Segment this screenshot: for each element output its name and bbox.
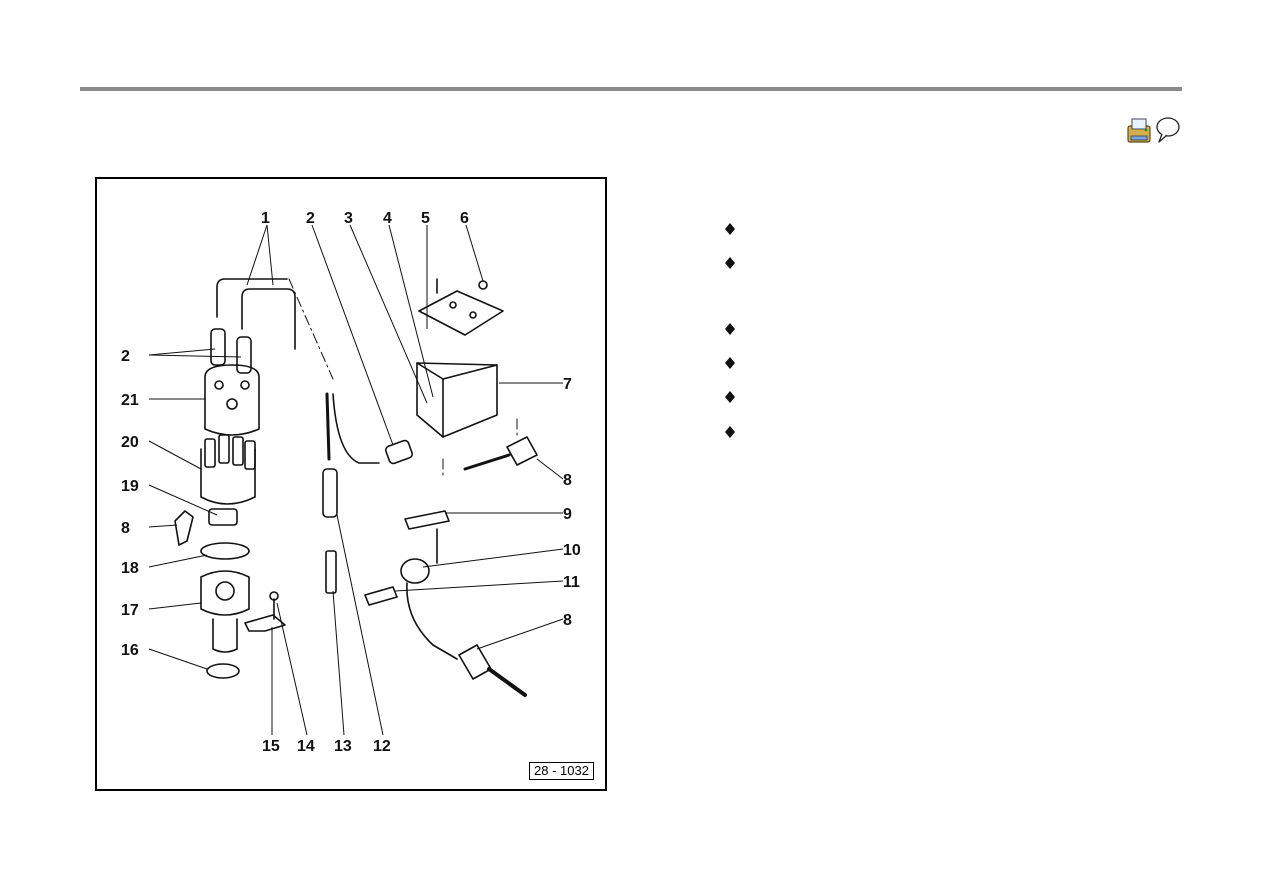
rotor bbox=[208, 508, 238, 526]
part-label-7: 7 bbox=[563, 376, 572, 393]
bullet-item bbox=[724, 322, 736, 336]
part-label-6: 6 bbox=[460, 210, 469, 227]
tower-d bbox=[244, 440, 256, 470]
part-label-12: 12 bbox=[373, 738, 391, 755]
part-label-5: 5 bbox=[421, 210, 430, 227]
knock-sensor-wire bbox=[487, 667, 527, 697]
part-label-4: 4 bbox=[383, 210, 392, 227]
part-label-17: 17 bbox=[121, 602, 139, 619]
knock-sensor-bolt bbox=[364, 586, 398, 606]
nut bbox=[478, 280, 488, 290]
bullet-item bbox=[724, 356, 736, 370]
print-icon[interactable] bbox=[1127, 118, 1151, 143]
control-unit-housing bbox=[416, 362, 498, 438]
spark-plug-connector-right bbox=[236, 336, 252, 374]
cap-tower-1 bbox=[214, 380, 224, 390]
part-label-2: 2 bbox=[306, 210, 315, 227]
cover-plate bbox=[418, 290, 504, 336]
part-label-21: 21 bbox=[121, 392, 139, 409]
lead-to-coil bbox=[332, 393, 380, 464]
cover-hole-1 bbox=[449, 301, 457, 309]
distributor-body bbox=[200, 448, 256, 505]
tower-b bbox=[218, 434, 230, 464]
part-label-15: 15 bbox=[262, 738, 280, 755]
part-label-8-upper: 8 bbox=[563, 472, 572, 489]
part-label-20: 20 bbox=[121, 434, 139, 451]
toolbar bbox=[1126, 114, 1182, 148]
top-divider bbox=[80, 87, 1182, 91]
knock-sensor-cable bbox=[406, 582, 458, 660]
clamp bbox=[244, 614, 286, 632]
part-label-10: 10 bbox=[563, 542, 581, 559]
part-label-3: 3 bbox=[344, 210, 353, 227]
knock-sensor-plug bbox=[458, 644, 492, 680]
part-label-8-left: 8 bbox=[121, 520, 130, 537]
control-unit-plug bbox=[506, 436, 538, 466]
coil-connector bbox=[384, 439, 414, 465]
part-label-8-lower: 8 bbox=[563, 612, 572, 629]
part-label-19: 19 bbox=[121, 478, 139, 495]
diamond-bullet-icon bbox=[725, 257, 735, 269]
bullet-item bbox=[724, 425, 736, 439]
diamond-bullet-icon bbox=[725, 426, 735, 438]
part-label-13: 13 bbox=[334, 738, 352, 755]
diamond-bullet-icon bbox=[725, 323, 735, 335]
diamond-bullet-icon bbox=[725, 391, 735, 403]
tower-a bbox=[204, 438, 216, 468]
distributor-cap bbox=[204, 364, 260, 436]
distributor-housing bbox=[200, 570, 250, 616]
small-connector bbox=[174, 510, 194, 546]
cap-tower-3 bbox=[226, 398, 238, 410]
clamp-bolt-head bbox=[269, 591, 279, 601]
part-label-11: 11 bbox=[563, 574, 580, 591]
part-label-2-left: 2 bbox=[121, 348, 130, 365]
cap-tower-2 bbox=[240, 380, 250, 390]
bullet-item bbox=[724, 222, 736, 236]
lead-to-plug bbox=[325, 392, 331, 461]
part-label-1: 1 bbox=[261, 210, 270, 227]
dust-shield bbox=[200, 542, 250, 560]
bracket bbox=[404, 510, 450, 530]
diamond-bullet-icon bbox=[725, 223, 735, 235]
part-label-18: 18 bbox=[121, 560, 139, 577]
spark-plug-connector bbox=[322, 468, 338, 518]
ignition-lead-1 bbox=[216, 278, 288, 318]
knock-sensor bbox=[400, 558, 430, 584]
control-unit-wire bbox=[463, 453, 511, 471]
bullet-item bbox=[724, 390, 736, 404]
assembly-line bbox=[288, 278, 334, 380]
part-label-9: 9 bbox=[563, 506, 572, 523]
o-ring bbox=[206, 663, 240, 679]
spark-plug-connector-left bbox=[210, 328, 226, 366]
ignition-lead-2 bbox=[241, 288, 296, 350]
part-label-14: 14 bbox=[297, 738, 315, 755]
diamond-bullet-icon bbox=[725, 357, 735, 369]
part-label-16: 16 bbox=[121, 642, 139, 659]
distributor-shaft bbox=[212, 618, 238, 653]
exploded-diagram-figure: 1 2 3 4 5 6 2 21 7 20 8 19 9 8 18 10 17 … bbox=[95, 177, 607, 791]
bullet-item bbox=[724, 256, 736, 270]
hall-sender bbox=[215, 581, 235, 601]
tower-c bbox=[232, 436, 244, 466]
assembly-line-2 bbox=[442, 418, 518, 480]
spark-plug bbox=[325, 550, 337, 594]
bullet-list bbox=[724, 0, 1184, 893]
cover-hole-2 bbox=[469, 311, 477, 319]
figure-code: 28 - 1032 bbox=[529, 762, 594, 780]
exploded-diagram: 1 2 3 4 5 6 2 21 7 20 8 19 9 8 18 10 17 … bbox=[121, 210, 581, 755]
speech-bubble-icon[interactable] bbox=[1156, 117, 1180, 143]
